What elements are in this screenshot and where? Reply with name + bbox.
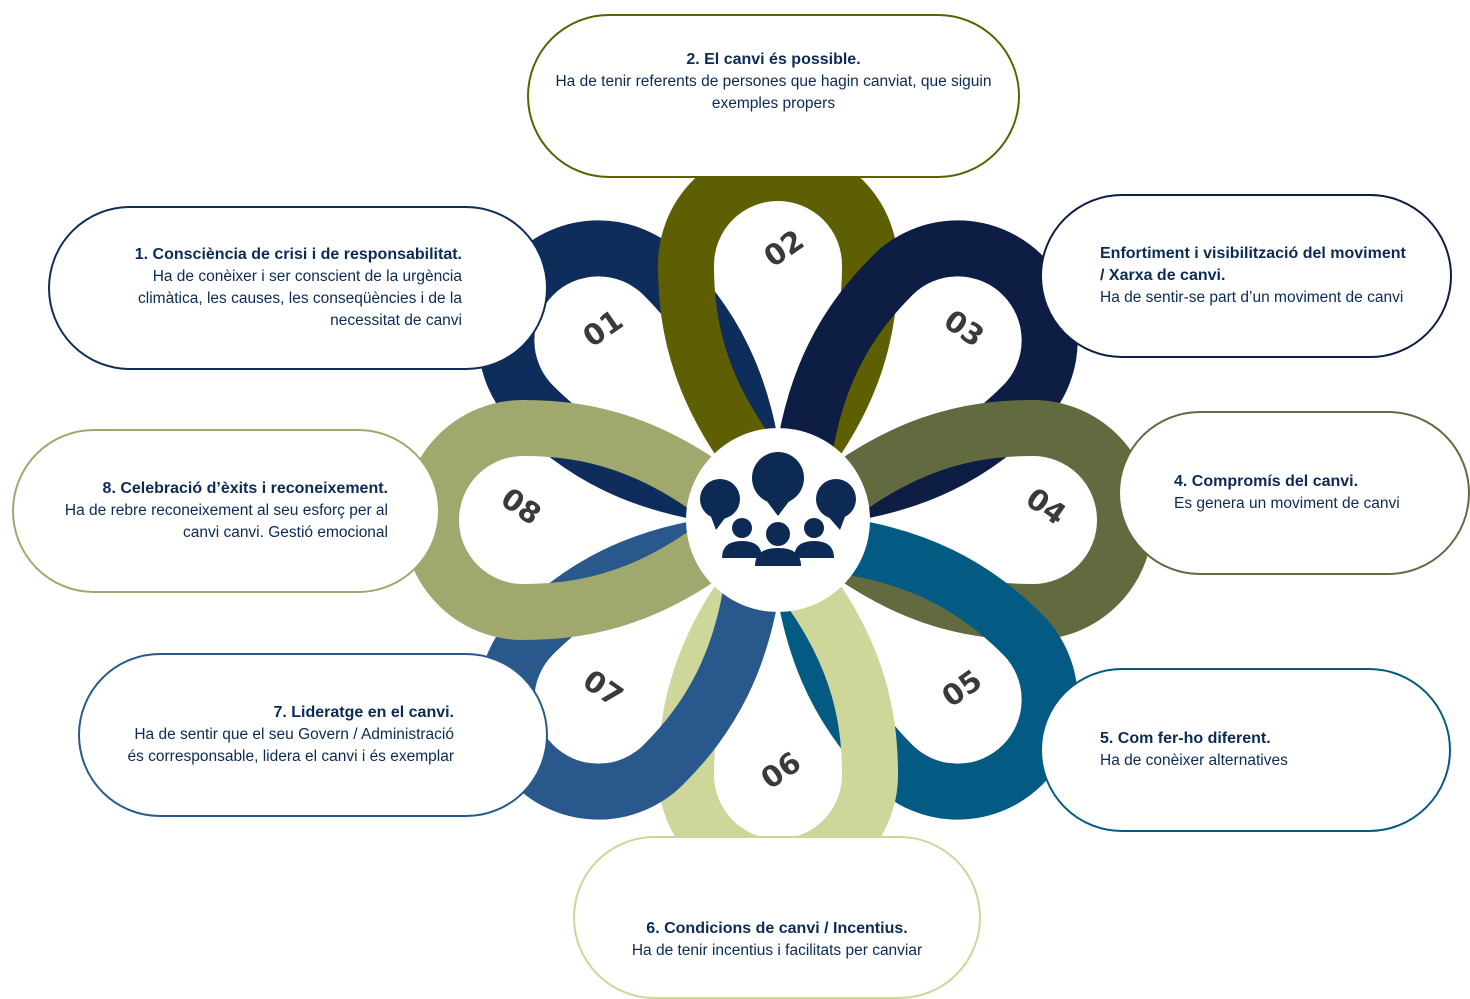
- step-number-6: 06: [755, 745, 808, 796]
- step-number-7: 07: [577, 663, 630, 714]
- step-6-text: Ha de tenir incentius i facilitats per c…: [631, 941, 923, 959]
- step-number-2: 02: [758, 223, 811, 274]
- step-1-title: 1. Consciència de crisi i de responsabil…: [134, 246, 462, 263]
- step-number-8: 08: [495, 481, 548, 532]
- step-8-title: 8. Celebració d’èxits i reconeixement.: [102, 480, 388, 497]
- step-5-bubble: 5. Com fer-ho diferent. Ha de conèixer a…: [1040, 668, 1451, 832]
- step-8-text: Ha de rebre reconeixement al seu esforç …: [64, 502, 388, 541]
- step-number-1: 01: [577, 303, 630, 354]
- step-8-bubble: 8. Celebració d’èxits i reconeixement. H…: [12, 429, 440, 593]
- step-3-text: Ha de sentir-se part d’un moviment de ca…: [1100, 289, 1404, 306]
- step-5-title: 5. Com fer-ho diferent.: [1100, 730, 1271, 747]
- step-number-5: 05: [936, 663, 989, 714]
- icon-part-6: [732, 518, 752, 538]
- step-2-text: Ha de tenir referents de persones que ha…: [555, 73, 992, 112]
- icon-part-7: [722, 541, 762, 558]
- step-4-title: 4. Compromís del canvi.: [1174, 473, 1359, 490]
- step-number-3: 03: [938, 303, 991, 354]
- step-5-text: Ha de conèixer alternatives: [1100, 752, 1288, 769]
- icon-part-2: [700, 479, 740, 519]
- step-6-bubble: 6. Condicions de canvi / Incentius. Ha d…: [573, 836, 981, 999]
- step-1-bubble: 1. Consciència de crisi i de responsabil…: [48, 206, 548, 370]
- icon-part-5: [826, 514, 846, 530]
- step-7-text: Ha de sentir que el seu Govern / Adminis…: [127, 726, 454, 765]
- step-7-bubble: 7. Lideratge en el canvi. Ha de sentir q…: [78, 653, 548, 817]
- step-7-title: 7. Lideratge en el canvi.: [273, 704, 454, 721]
- step-6-title: 6. Condicions de canvi / Incentius.: [646, 919, 908, 937]
- icon-part-3: [710, 514, 728, 530]
- icon-part-1: [766, 500, 790, 516]
- center-hub: [686, 428, 870, 612]
- icon-part-9: [794, 541, 834, 558]
- icon-part-10: [766, 522, 790, 546]
- icon-part-0: [752, 452, 804, 504]
- step-4-text: Es genera un moviment de canvi: [1174, 495, 1400, 512]
- people-discussion-icon: [700, 452, 856, 566]
- icon-part-11: [755, 548, 801, 566]
- step-number-4: 04: [1020, 481, 1073, 532]
- step-4-bubble: 4. Compromís del canvi. Es genera un mov…: [1118, 411, 1470, 575]
- step-2-bubble: 2. El canvi és possible. Ha de tenir ref…: [527, 14, 1020, 178]
- icon-part-8: [804, 518, 824, 538]
- icon-part-4: [816, 479, 856, 519]
- step-2-title: 2. El canvi és possible.: [686, 51, 861, 68]
- step-3-title: Enfortiment i visibilització del movimen…: [1100, 245, 1406, 284]
- step-3-bubble: Enfortiment i visibilització del movimen…: [1040, 194, 1452, 358]
- step-1-text: Ha de conèixer i ser conscient de la urg…: [138, 268, 462, 329]
